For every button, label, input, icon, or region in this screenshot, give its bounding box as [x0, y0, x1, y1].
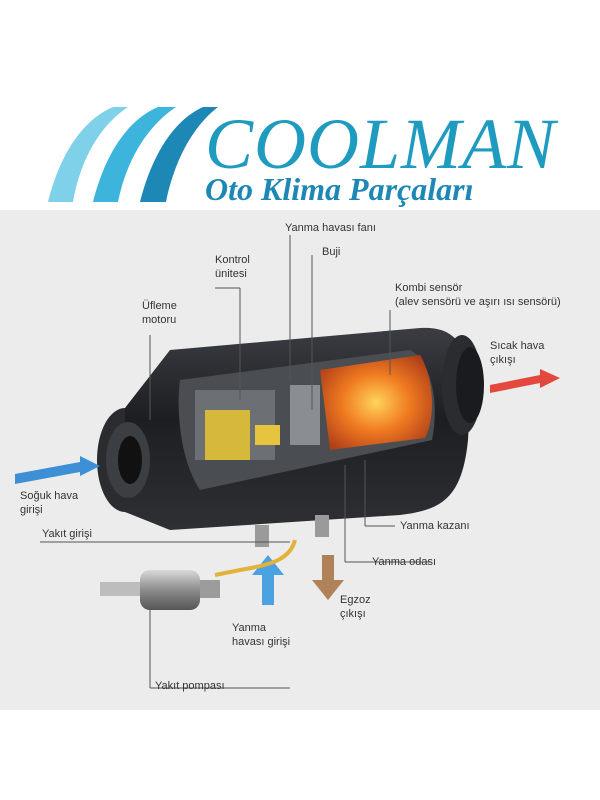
- label-hot-air-outlet-2: çıkışı: [490, 354, 516, 366]
- label-spark-plug: Buji: [322, 246, 341, 258]
- label-fuel-pump: Yakıt pompası: [155, 680, 225, 692]
- exhaust-arrow: [312, 555, 344, 600]
- label-combustion-chamber: Yanma odası: [372, 556, 437, 568]
- label-exhaust-outlet-2: çıkışı: [340, 608, 366, 620]
- wave-stripes-icon: [48, 107, 218, 202]
- label-cold-air-inlet-2: girişi: [20, 504, 43, 516]
- label-fuel-inlet: Yakıt girişi: [42, 528, 92, 540]
- label-control-unit-2: ünitesi: [215, 268, 247, 280]
- label-control-unit-1: Kontrol: [215, 254, 250, 266]
- header: COOLMAN Oto Klima Parçaları: [0, 0, 600, 210]
- label-hot-air-outlet-1: Sıcak hava: [490, 340, 545, 352]
- leader-lines: [40, 235, 430, 689]
- hot-air-arrow: [490, 369, 560, 393]
- cold-air-arrow: [15, 456, 100, 484]
- fuel-line: [214, 539, 297, 577]
- heater-diagram: Yanma havası fanı Kontrol ünitesi Buji Ü…: [0, 210, 600, 710]
- label-combustion-air-inlet-1: Yanma: [232, 622, 267, 634]
- label-cold-air-inlet-1: Soğuk hava: [20, 490, 79, 502]
- label-combustion-air-fan: Yanma havası fanı: [285, 222, 376, 234]
- label-combi-sensor-2: (alev sensörü ve aşırı ısı sensörü): [395, 296, 561, 308]
- label-combustion-boiler: Yanma kazanı: [400, 520, 470, 532]
- label-exhaust-outlet-1: Egzoz: [340, 594, 371, 606]
- label-combustion-air-inlet-2: havası girişi: [232, 636, 291, 648]
- heater-illustration: [15, 235, 560, 689]
- brand-name: COOLMAN: [205, 104, 557, 184]
- label-blower-motor-2: motoru: [142, 314, 177, 326]
- label-blower-motor-1: Üfleme: [142, 300, 177, 312]
- fuel-pump: [100, 570, 220, 610]
- brand-tagline: Oto Klima Parçaları: [205, 171, 474, 207]
- heater-body: [97, 327, 484, 547]
- label-combi-sensor-1: Kombi sensör: [395, 282, 463, 294]
